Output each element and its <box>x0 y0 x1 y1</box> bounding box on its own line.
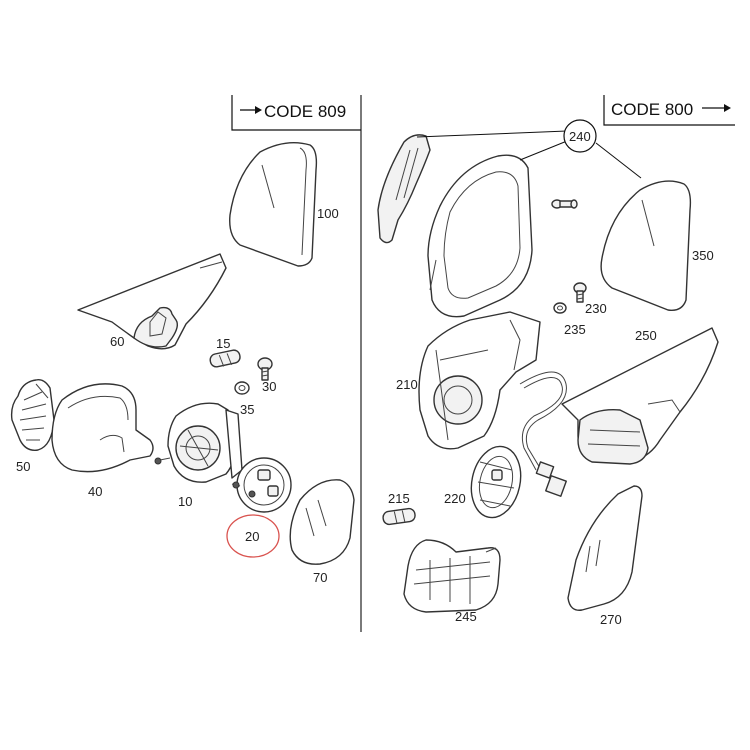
arrow-right-icon <box>240 106 262 114</box>
part-100-heater-pad <box>229 142 318 267</box>
callout-20: 20 <box>245 529 259 544</box>
part-240-mirror-frame <box>427 154 533 318</box>
wire-harness <box>519 371 567 497</box>
callout-235: 235 <box>564 322 586 337</box>
callout-210: 210 <box>396 377 418 392</box>
callout-60: 60 <box>110 334 124 349</box>
callout-240-bubble <box>563 119 597 153</box>
callout-250: 250 <box>635 328 657 343</box>
callout-35: 35 <box>240 402 254 417</box>
header-left: CODE 809 <box>231 95 361 131</box>
callout-10: 10 <box>178 494 192 509</box>
part-60-triangle-cover <box>77 253 227 350</box>
part-50-turn-signal <box>10 378 55 451</box>
callout-230: 230 <box>585 301 607 316</box>
part-40-housing-cover <box>51 383 154 473</box>
part-35-washer <box>234 381 250 395</box>
highlight-ring-20 <box>226 514 280 558</box>
part-240-screw <box>551 199 578 209</box>
part-15-bulb <box>209 349 241 368</box>
callout-350: 350 <box>692 248 714 263</box>
part-10-motor-assembly <box>154 402 243 483</box>
part-215-bulb <box>382 507 416 526</box>
part-240-trim-left <box>377 134 431 244</box>
header-left-label: CODE 809 <box>264 102 346 121</box>
callout-245: 245 <box>455 609 477 624</box>
header-left-frame <box>231 95 361 131</box>
leader-240-a <box>416 130 568 138</box>
part-220-carrier-plate <box>470 445 522 519</box>
part-30-screw <box>257 357 273 381</box>
part-70-mirror-glass <box>289 479 355 565</box>
part-350-heater-pad <box>600 180 692 311</box>
header-right-frame <box>603 95 735 126</box>
part-245-lower-housing <box>403 539 501 613</box>
callout-15: 15 <box>216 336 230 351</box>
part-210-bracket-assembly <box>418 311 541 450</box>
header-right-label: CODE 800 <box>611 100 693 119</box>
part-270-mirror-glass <box>567 485 643 611</box>
callout-100: 100 <box>317 206 339 221</box>
callout-270: 270 <box>600 612 622 627</box>
part-20-carrier-plate <box>231 457 292 513</box>
header-right: CODE 800 <box>603 95 735 126</box>
callout-50: 50 <box>16 459 30 474</box>
callout-240: 240 <box>569 129 591 144</box>
callout-220: 220 <box>444 491 466 506</box>
callout-30-left: 30 <box>262 379 276 394</box>
leader-240-c <box>595 142 642 179</box>
part-250-cover <box>561 327 719 465</box>
callout-40: 40 <box>88 484 102 499</box>
callout-215: 215 <box>388 491 410 506</box>
part-235-washer <box>553 302 567 314</box>
callout-70: 70 <box>313 570 327 585</box>
part-230-screw <box>573 282 587 303</box>
leader-240-b <box>519 140 568 161</box>
arrow-right-icon <box>702 104 731 112</box>
